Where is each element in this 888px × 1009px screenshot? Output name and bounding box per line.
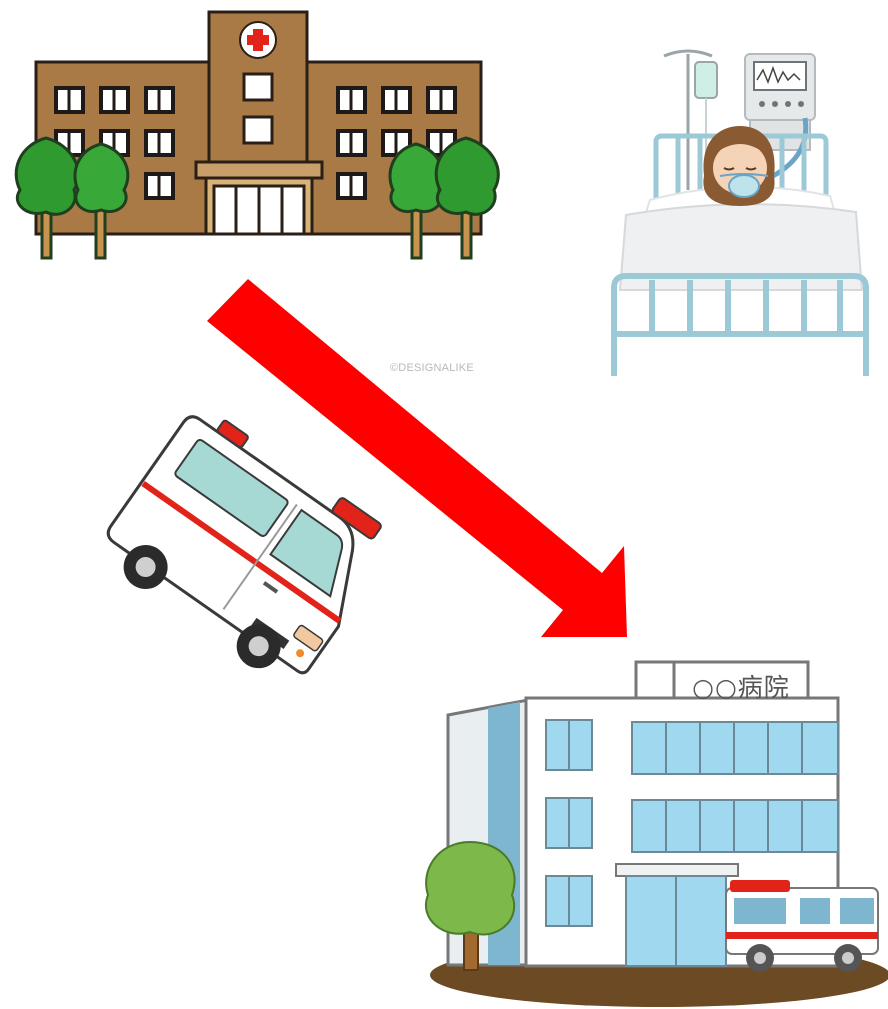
hospital-sign-label: ○○病院 <box>680 668 802 704</box>
